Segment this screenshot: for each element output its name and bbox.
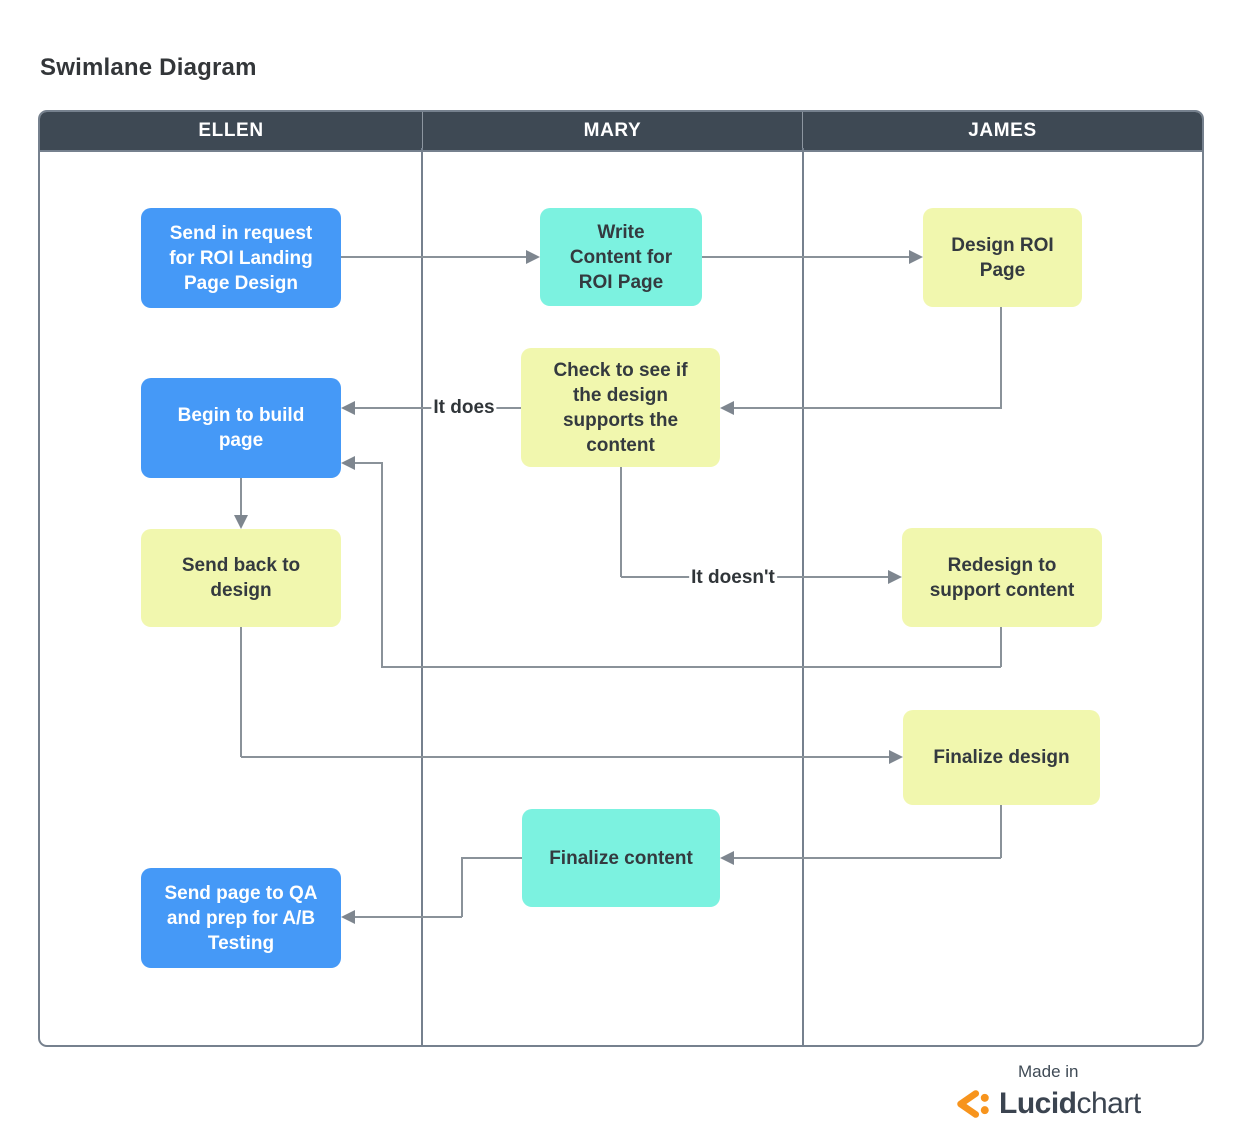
arrowhead-left-icon: [720, 851, 734, 865]
swimlane-frame: ELLEN MARY JAMES: [38, 110, 1204, 1047]
node-label: Begin to build page: [177, 405, 305, 451]
node-label: Design ROI Page: [951, 234, 1054, 281]
node-send-back: Send back to design: [141, 529, 341, 627]
node-label: Check to see if the design supports the …: [553, 359, 688, 456]
edge-segment: [733, 407, 1002, 409]
arrowhead-down-icon: [234, 515, 248, 529]
lane-header-james: JAMES: [968, 120, 1037, 141]
arrowhead-left-icon: [341, 401, 355, 415]
edge-segment: [240, 627, 242, 757]
arrowhead-left-icon: [341, 456, 355, 470]
node-label: Send back to design: [181, 555, 301, 601]
node-label: Send in request for ROI Landing Page Des…: [169, 222, 313, 294]
node-check-design: Check to see if the design supports the …: [521, 348, 720, 467]
arrowhead-left-icon: [341, 910, 355, 924]
edge-segment: [1000, 307, 1002, 409]
node-begin-build: Begin to build page: [141, 378, 341, 478]
node-label: Finalize content: [549, 847, 693, 869]
edge-segment: [355, 462, 382, 464]
edge-segment: [240, 478, 242, 516]
node-label: Redesign to support content: [929, 554, 1075, 601]
node-send-qa: Send page to QA and prep for A/B Testing: [141, 868, 341, 968]
node-write-content: Write Content for ROI Page: [540, 208, 702, 306]
arrowhead-right-icon: [909, 250, 923, 264]
arrowhead-right-icon: [889, 750, 903, 764]
lane-header-row: ELLEN MARY JAMES: [40, 112, 1202, 152]
arrowhead-right-icon: [888, 570, 902, 584]
made-in-label: Made in: [1018, 1062, 1079, 1081]
lane-divider-mary-james: [802, 148, 804, 1045]
node-label: Send page to QA and prep for A/B Testing: [164, 882, 318, 954]
node-label: Finalize design: [933, 747, 1070, 768]
edge-segment: [620, 467, 622, 577]
edge-segment: [381, 666, 1001, 668]
lane-divider-ellen-mary: [421, 148, 423, 1045]
edge-segment: [461, 857, 463, 917]
node-redesign: Redesign to support content: [902, 528, 1102, 627]
edge-segment: [702, 256, 910, 258]
edge-label-it-does: It does: [431, 397, 497, 419]
edge-segment: [341, 256, 527, 258]
node-design-roi-page: Design ROI Page: [923, 208, 1082, 307]
node-label: Write Content for ROI Page: [569, 221, 673, 293]
edge-segment: [461, 857, 522, 859]
edge-segment: [381, 462, 383, 667]
arrowhead-right-icon: [526, 250, 540, 264]
lucidchart-logo[interactable]: Lucidchart: [952, 1084, 1141, 1124]
edge-label-it-doesnt: It doesn't: [689, 567, 777, 589]
node-finalize-design: Finalize design: [903, 710, 1100, 805]
node-send-request: Send in request for ROI Landing Page Des…: [141, 208, 341, 308]
brand-text-chart: chart: [1076, 1087, 1142, 1120]
node-finalize-content: Finalize content: [522, 809, 720, 907]
page-title: Swimlane Diagram: [40, 54, 257, 81]
lane-header-mary: MARY: [423, 112, 803, 150]
edge-segment: [734, 857, 1001, 859]
edge-segment: [1000, 805, 1002, 858]
brand-text-lucid: Lucid: [999, 1087, 1077, 1120]
edge-segment: [355, 916, 462, 918]
edge-segment: [241, 756, 890, 758]
arrowhead-left-icon: [720, 401, 734, 415]
lane-header-ellen: ELLEN: [40, 112, 423, 150]
edge-segment: [1000, 626, 1002, 667]
lucidchart-wordmark: Lucidchart: [999, 1084, 1141, 1124]
lucid-logo-icon: [957, 1090, 989, 1118]
